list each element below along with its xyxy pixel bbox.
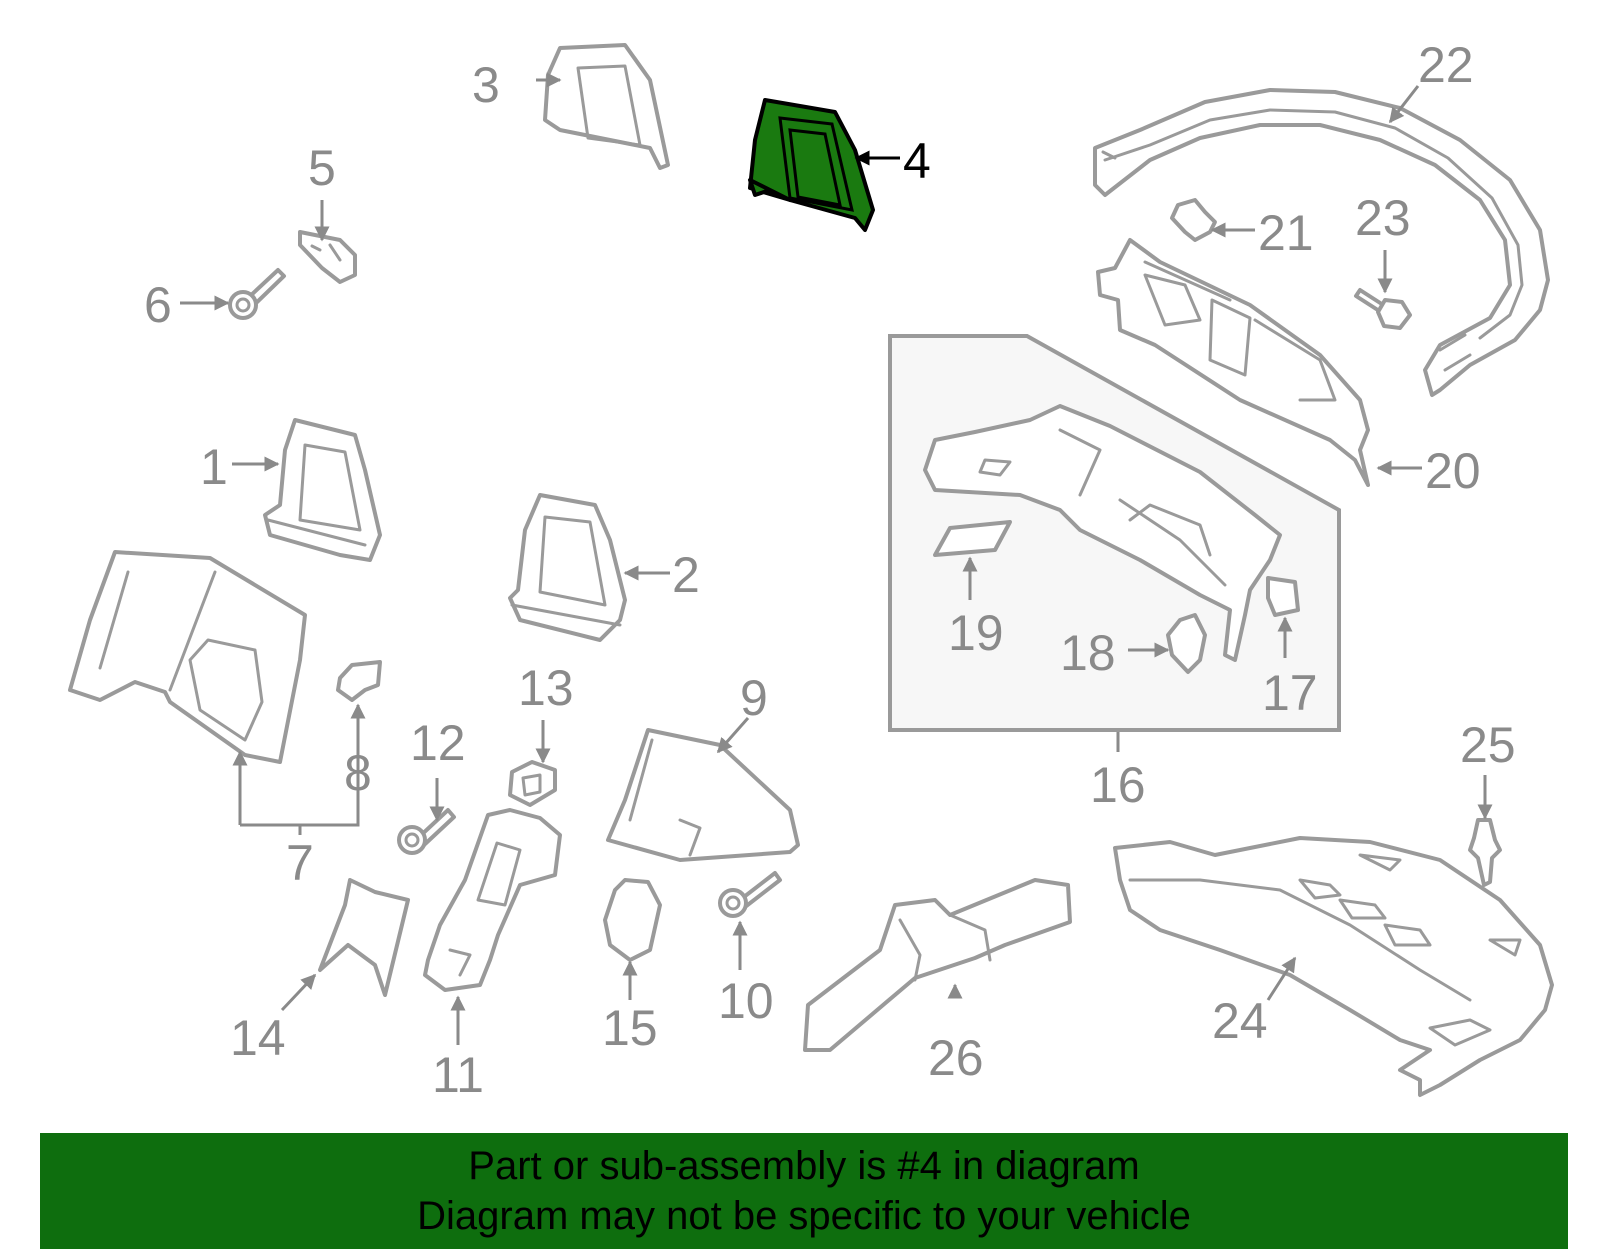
part-21-clip[interactable] [1170, 198, 1217, 242]
callout-16: 16 [1090, 757, 1146, 813]
callout-10: 10 [718, 973, 774, 1029]
part-22-bar[interactable] [1093, 88, 1550, 397]
callout-18: 18 [1060, 625, 1116, 681]
callout-1: 1 [200, 439, 228, 495]
part-12-bolt[interactable] [397, 808, 456, 855]
callout-17: 17 [1262, 665, 1318, 721]
part-5[interactable] [298, 230, 357, 284]
part-24[interactable] [1113, 836, 1554, 1097]
part-19[interactable] [933, 520, 1012, 557]
part-16-panel[interactable] [923, 404, 1282, 662]
callout-labels: 3 4 5 6 1 2 8 7 12 13 9 10 11 15 14 26 1… [144, 37, 1516, 1103]
callout-13: 13 [518, 660, 574, 716]
part-9[interactable] [606, 728, 800, 862]
callout-11: 11 [432, 1047, 484, 1103]
part-11[interactable] [423, 808, 562, 992]
callout-20: 20 [1425, 443, 1481, 499]
part-14[interactable] [318, 878, 410, 997]
part-8-clip[interactable] [336, 660, 382, 702]
part-23-bolt[interactable] [1354, 288, 1412, 330]
part-1[interactable] [263, 418, 382, 562]
part-15[interactable] [603, 878, 662, 962]
part-26[interactable] [803, 878, 1072, 1052]
banner-line-2: Diagram may not be specific to your vehi… [417, 1194, 1191, 1238]
part-25-push-pin[interactable] [1468, 818, 1502, 887]
banner-line-1: Part or sub-assembly is #4 in diagram [468, 1144, 1140, 1188]
callout-14: 14 [230, 1010, 286, 1066]
callout-22: 22 [1418, 37, 1474, 93]
callout-2: 2 [672, 547, 700, 603]
callout-7: 7 [286, 835, 314, 891]
callout-26: 26 [928, 1030, 984, 1086]
part-7-trim-panel[interactable] [68, 550, 307, 764]
callout-3: 3 [472, 57, 500, 113]
part-17[interactable] [1266, 576, 1300, 617]
part-20[interactable] [1096, 238, 1370, 487]
callout-8: 8 [344, 745, 372, 801]
part-4[interactable] [748, 98, 875, 232]
part-2[interactable] [508, 493, 627, 642]
part-6-bolt[interactable] [228, 268, 286, 320]
part-13-clip[interactable] [508, 760, 557, 807]
callout-25: 25 [1460, 717, 1516, 773]
callout-19: 19 [948, 605, 1004, 661]
callout-21: 21 [1258, 205, 1314, 261]
callout-6: 6 [144, 277, 172, 333]
callout-5: 5 [308, 140, 336, 196]
info-banner: Part or sub-assembly is #4 in diagram Di… [40, 1133, 1568, 1249]
callout-15: 15 [602, 1000, 658, 1056]
part-3[interactable] [543, 43, 670, 170]
callout-9: 9 [740, 670, 768, 726]
callout-23: 23 [1355, 190, 1411, 246]
callout-4: 4 [903, 133, 931, 189]
part-18[interactable] [1166, 613, 1207, 674]
part-10-bolt[interactable] [718, 871, 782, 918]
callout-12: 12 [410, 715, 466, 771]
callout-24: 24 [1212, 993, 1268, 1049]
leader-lines [180, 72, 1493, 1045]
